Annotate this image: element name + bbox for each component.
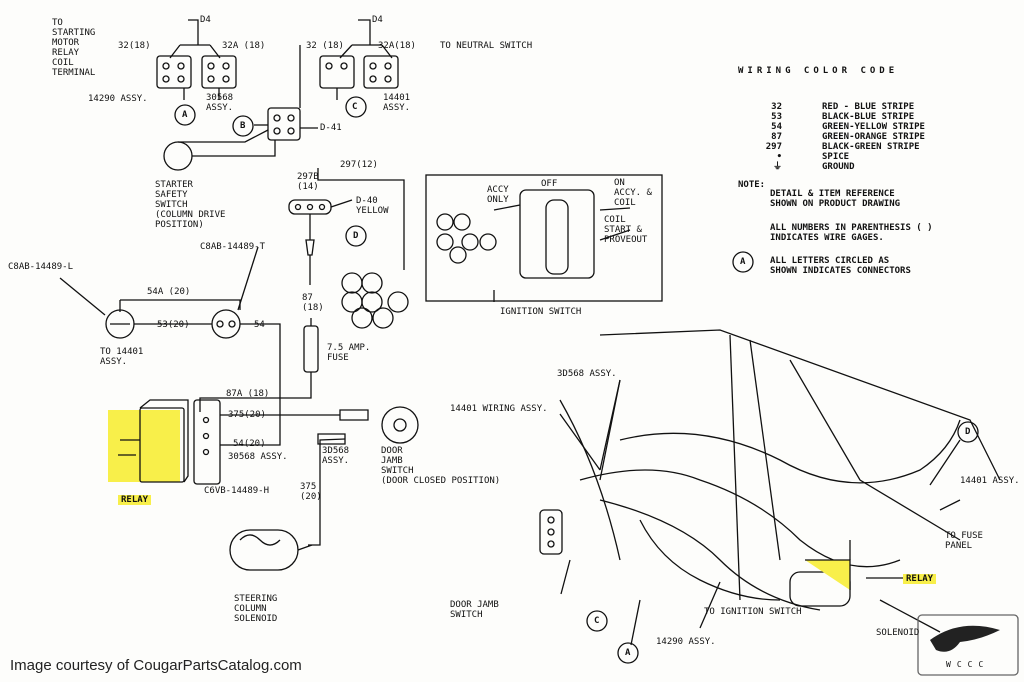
label-r-14290-assy: 14290 ASSY. [656, 637, 716, 647]
label-relay-left: RELAY [118, 495, 152, 505]
label-3d568-assy: 3D568 ASSY. [322, 446, 350, 466]
label-d4-left: D4 [200, 15, 211, 25]
connector-letter-r-a: A [625, 648, 631, 658]
legend-title: WIRING COLOR CODE [738, 66, 899, 76]
connector-letter-d: D [353, 231, 359, 241]
label-ign-on: ON ACCY. & COIL [614, 178, 652, 208]
note-1: DETAIL & ITEM REFERENCE SHOWN ON PRODUCT… [770, 189, 901, 209]
label-30568-assy: 30568 ASSY. [206, 93, 234, 113]
label-r-14401-wiring: 14401 WIRING ASSY. [450, 404, 548, 414]
label-ign-accy-only: ACCY ONLY [487, 185, 509, 205]
label-c8ab-l: C8AB-14489-L [8, 262, 74, 272]
label-ign-coil: COIL START & PROVEOUT [604, 215, 648, 245]
legend-row: • SPICE [738, 152, 925, 162]
connector-letter-c: C [352, 102, 358, 112]
legend-description: RED - BLUE STRIPE [822, 102, 915, 112]
legend-code: ⏚ [772, 162, 782, 172]
legend-description: GREEN-ORANGE STRIPE [822, 132, 925, 142]
notes-title: NOTE: [738, 180, 766, 190]
note-2: ALL NUMBERS IN PARENTHESIS ( ) INDICATES… [770, 223, 933, 243]
legend-row: 297 BLACK-GREEN STRIPE [738, 142, 925, 152]
label-d41: D-41 [320, 123, 342, 133]
legend-row: 32 RED - BLUE STRIPE [738, 102, 925, 112]
label-30568-assy-bottom: 30568 ASSY. [228, 452, 288, 462]
label-wire-375-20-vertical: 375 (20) [300, 482, 322, 502]
connector-letter-r-c: C [594, 616, 600, 626]
label-wire-54a-20: 54A (20) [147, 287, 191, 297]
label-r-14401-assy: 14401 ASSY. [960, 476, 1020, 486]
label-wire-32a-18-left: 32A (18) [222, 41, 266, 51]
connector-14290 [156, 55, 192, 89]
label-wire-375-20: 375(20) [228, 410, 266, 420]
connector-letter-r-d: D [965, 427, 971, 437]
legend-row: 54 GREEN-YELLOW STRIPE [738, 122, 925, 132]
image-credit: Image courtesy of CougarPartsCatalog.com [10, 657, 302, 674]
connector-letter-a: A [182, 110, 188, 120]
label-r-door-jamb-switch: DOOR JAMB SWITCH [450, 600, 499, 620]
label-door-jamb-switch: DOOR JAMB SWITCH (DOOR CLOSED POSITION) [381, 446, 501, 486]
label-wire-32a-18-right: 32A(18) [378, 41, 416, 51]
label-wire-53-20: 53(20) [157, 320, 190, 330]
ignition-plug [341, 272, 409, 329]
label-wire-87a-18: 87A (18) [226, 389, 270, 399]
label-d4-right: D4 [372, 15, 383, 25]
label-ign-off: OFF [541, 179, 558, 189]
legend-code: 54 [771, 122, 782, 132]
legend-row: 87 GREEN-ORANGE STRIPE [738, 132, 925, 142]
label-ignition-switch: IGNITION SWITCH [500, 307, 582, 317]
label-r-to-fuse-panel: TO FUSE PANEL [945, 531, 983, 551]
label-c8ab-t: C8AB-14489-T [200, 242, 266, 252]
label-wire-297-12: 297(12) [340, 160, 378, 170]
legend-code: 297 [765, 142, 782, 152]
legend-code: 53 [771, 112, 782, 122]
label-r-relay: RELAY [903, 574, 937, 584]
legend-row: 53 BLACK-BLUE STRIPE [738, 112, 925, 122]
label-starter-safety-switch: STARTER SAFETY SWITCH (COLUMN DRIVE POSI… [155, 180, 226, 230]
label-wire-87-18: 87 (18) [302, 293, 324, 313]
connector-14401-top [319, 55, 399, 89]
label-14290-assy: 14290 ASSY. [88, 94, 148, 104]
label-wire-54: 54 [254, 320, 265, 330]
label-r-3d568-assy: 3D568 ASSY. [557, 369, 617, 379]
label-wire-32-18-right: 32 (18) [306, 41, 344, 51]
label-r-to-ignition-switch: TO IGNITION SWITCH [704, 607, 802, 617]
legend-description: GREEN-YELLOW STRIPE [822, 122, 925, 132]
legend-code: 32 [771, 102, 782, 112]
ignition-switch-panel [425, 174, 663, 302]
legend-description: BLACK-GREEN STRIPE [822, 142, 920, 152]
legend-code: • [776, 152, 782, 162]
door-jamb-switch-symbol [381, 406, 419, 444]
legend-description: BLACK-BLUE STRIPE [822, 112, 915, 122]
label-14401-assy-top: 14401 ASSY. [383, 93, 411, 113]
relay-highlight [108, 410, 180, 482]
note-3-letter: A [740, 257, 746, 267]
legend-description: GROUND [822, 162, 855, 172]
label-steering-column-solenoid: STEERING COLUMN SOLENOID [234, 594, 278, 624]
label-to-14401-assy: TO 14401 ASSY. [100, 347, 144, 367]
legend-description: SPICE [822, 152, 850, 162]
legend-row: ⏚ GROUND [738, 162, 925, 172]
note-3: ALL LETTERS CIRCLED AS SHOWN INDICATES C… [770, 256, 911, 276]
label-to-starting-motor: TO STARTING MOTOR RELAY COIL TERMINAL [52, 18, 96, 78]
label-wire-32-18-left: 32(18) [118, 41, 151, 51]
label-to-neutral-switch: TO NEUTRAL SWITCH [440, 41, 533, 51]
legend-code: 87 [771, 132, 782, 142]
label-d40-yellow: D-40 YELLOW [356, 196, 389, 216]
wccc-logo: WCCC [946, 660, 990, 669]
connector-d41 [267, 107, 301, 141]
label-r-solenoid: SOLENOID [876, 628, 920, 638]
connector-letter-b: B [240, 121, 246, 131]
label-wire-297b-14: 297B (14) [297, 172, 319, 192]
label-wire-54-20: 54(20) [233, 439, 266, 449]
label-c6vb: C6VB-14489-H [204, 486, 270, 496]
label-fuse: 7.5 AMP. FUSE [327, 343, 371, 363]
